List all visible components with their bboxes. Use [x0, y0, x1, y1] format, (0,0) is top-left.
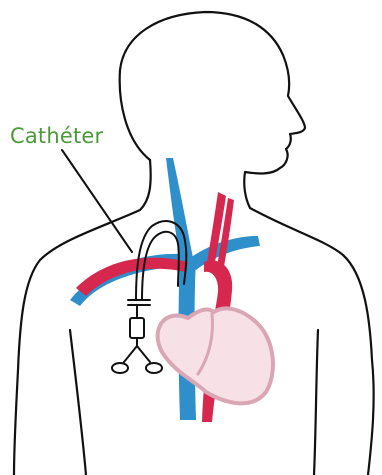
heart — [158, 308, 273, 403]
catheter-label: Cathéter — [10, 124, 103, 148]
